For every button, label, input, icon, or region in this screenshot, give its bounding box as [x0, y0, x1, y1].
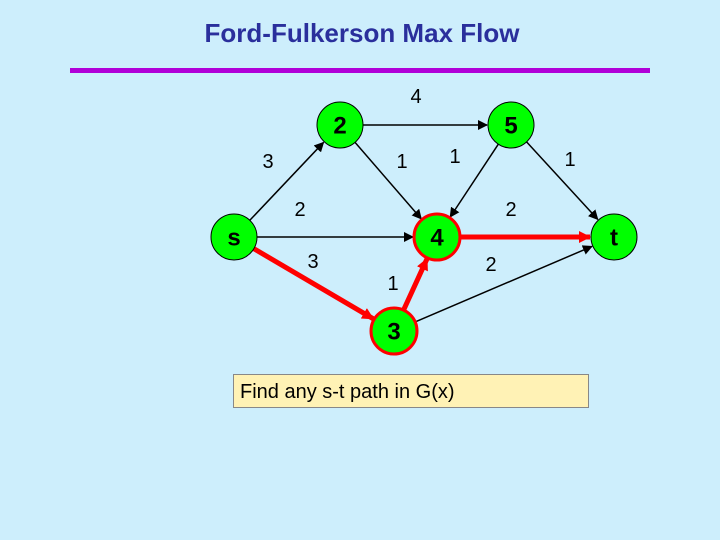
edge-label-n3-t: 2 [485, 254, 496, 276]
edge-s-n2 [249, 141, 325, 221]
node-circle-n2 [316, 101, 364, 149]
node-circle-n5 [487, 101, 535, 149]
edge-label-n5-t: 1 [564, 149, 575, 171]
edge-label-s-n2: 3 [262, 151, 273, 173]
node-n2: 2 [316, 101, 364, 149]
node-label-t: t [610, 225, 618, 252]
page-title: Ford-Fulkerson Max Flow [204, 18, 520, 48]
node-label-s: s [227, 225, 240, 252]
edge-s-n3 [252, 246, 375, 321]
node-n3: 3 [369, 306, 419, 356]
node-circle-n4 [412, 212, 462, 262]
edge-n5-t [526, 141, 599, 221]
edge-label-n5-n4: 1 [449, 146, 460, 168]
node-label-n4: 4 [430, 225, 444, 252]
edge-n2-n4 [354, 141, 422, 220]
edge-label-n4-t: 2 [505, 199, 516, 221]
title-divider [70, 68, 650, 73]
node-n4: 4 [412, 212, 462, 262]
node-t: t [590, 213, 638, 261]
node-n5: 5 [487, 101, 535, 149]
node-circle-s [210, 213, 258, 261]
edge-label-n2-n5: 4 [410, 86, 421, 108]
edge-n3-t [414, 245, 593, 323]
edge-n3-n4 [401, 257, 430, 312]
edge-label-n3-n4: 1 [387, 273, 398, 295]
node-label-n5: 5 [504, 113, 517, 140]
caption-box: Find any s-t path in G(x) [233, 374, 589, 408]
edge-n5-n4 [449, 143, 499, 218]
node-s: s [210, 213, 258, 261]
node-label-n3: 3 [387, 319, 400, 346]
edge-label-n2-n4: 1 [396, 151, 407, 173]
edge-label-s-n4: 2 [294, 199, 305, 221]
node-circle-n3 [369, 306, 419, 356]
edge-label-s-n3: 3 [307, 251, 318, 273]
node-circle-t [590, 213, 638, 261]
node-label-n2: 2 [333, 113, 346, 140]
